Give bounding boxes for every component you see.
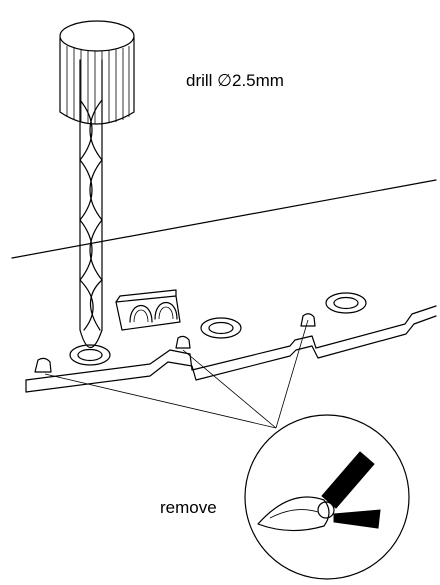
connector-block — [115, 289, 181, 331]
peg-center — [175, 335, 191, 349]
peg-left — [34, 357, 52, 373]
washer-right — [325, 292, 367, 314]
drill-label: drill ∅2.5mm — [186, 71, 284, 90]
side-cutter-pliers-icon — [257, 451, 381, 532]
washer-drill — [69, 344, 111, 366]
leader-lines — [44, 319, 309, 429]
washer-center — [200, 317, 242, 339]
panel-lower-edge — [25, 305, 437, 381]
panel-bottom-edge — [25, 315, 437, 393]
detail-circle — [244, 414, 410, 580]
peg-right — [300, 313, 316, 327]
drill-bit-icon — [79, 59, 103, 349]
drill-chuck — [59, 20, 135, 125]
panel-top-edge — [11, 179, 437, 259]
remove-label: remove — [160, 498, 217, 517]
